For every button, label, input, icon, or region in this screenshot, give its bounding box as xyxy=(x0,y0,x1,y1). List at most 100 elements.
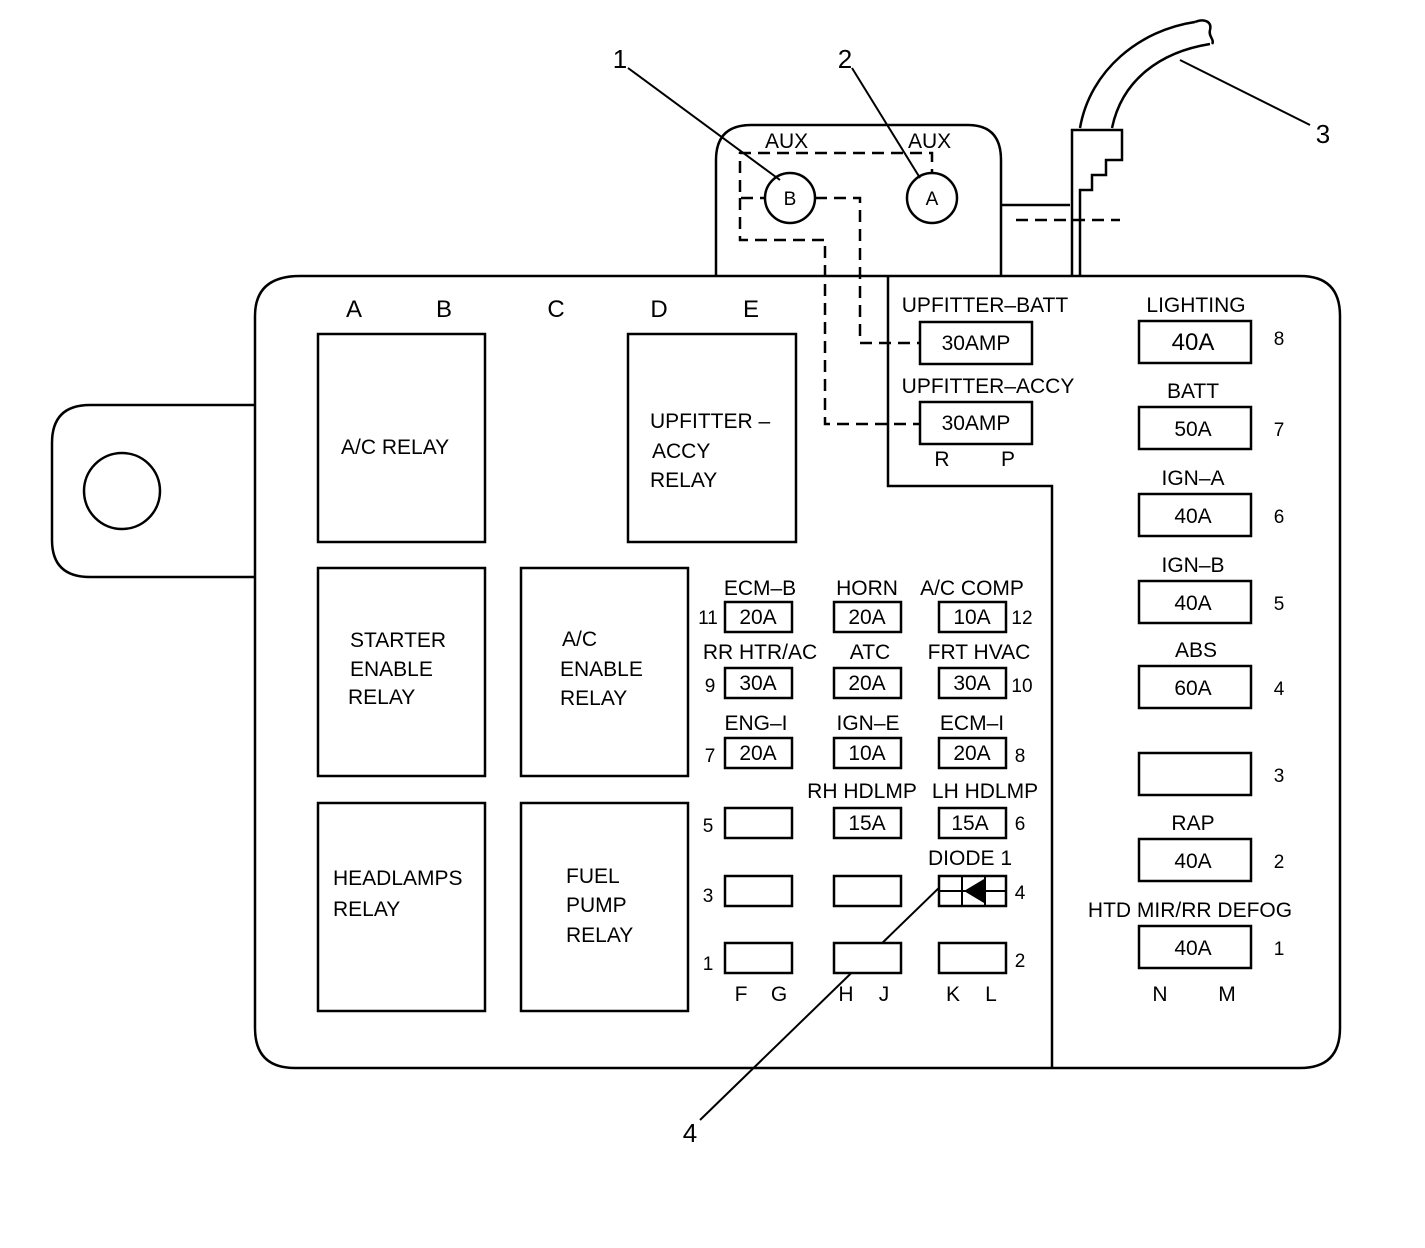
maxi-fuse-number-batt: 7 xyxy=(1274,420,1285,441)
maxi-fuse-rating-ign-a: 40A xyxy=(1174,505,1211,528)
upfitter-accy-relay xyxy=(626,332,798,544)
atc-rating: 20A xyxy=(848,672,885,695)
upfitter-accy-rating: 30AMP xyxy=(942,412,1011,435)
diode-number: 4 xyxy=(1015,883,1026,904)
col-p: P xyxy=(1001,448,1015,471)
mini-fuses: ECM–B 20A 11 HORN 20A A/C COMP 10A 12 RR… xyxy=(698,577,1038,975)
maxi-fuse-rating-ign-b: 40A xyxy=(1174,592,1211,615)
callout-1: 1 xyxy=(613,44,627,74)
lh-hdlmp-label: LH HDLMP xyxy=(932,780,1038,803)
ign-e-label: IGN–E xyxy=(836,712,899,735)
fuse-slot-1 xyxy=(723,941,794,975)
starter-enable-relay-label-3: RELAY xyxy=(348,686,415,709)
maxi-fuse-ign-b xyxy=(1137,579,1253,625)
ecm-b-label: ECM–B xyxy=(724,577,796,600)
col-r: R xyxy=(934,448,949,471)
callout-4: 4 xyxy=(683,1118,697,1148)
eng-i-number: 7 xyxy=(705,746,716,767)
frt-hvac-rating: 30A xyxy=(953,672,990,695)
col-d: D xyxy=(650,296,667,323)
lh-hdlmp-rating: 15A xyxy=(951,812,988,835)
col-k: K xyxy=(946,983,960,1006)
ac-comp-number: 12 xyxy=(1011,608,1032,629)
col-a: A xyxy=(346,296,362,323)
frt-hvac-number: 10 xyxy=(1011,676,1032,697)
ecm-i-fuse xyxy=(937,736,1008,770)
rr-htr-ac-fuse xyxy=(723,666,794,700)
diode-1 xyxy=(937,874,1008,908)
slot-5-number: 5 xyxy=(703,816,714,837)
callouts: 1 2 3 4 xyxy=(613,44,1330,1148)
fuel-pump-relay-label-2: PUMP xyxy=(566,894,627,917)
atc-label: ATC xyxy=(850,641,890,664)
fuse-slot-2 xyxy=(937,941,1008,975)
upfitter-accy-relay-label-2: ACCY xyxy=(652,440,710,463)
lh-hdlmp-fuse xyxy=(937,806,1008,840)
ac-comp-fuse xyxy=(937,600,1008,634)
rh-hdlmp-label: RH HDLMP xyxy=(807,780,917,803)
headlamps-relay xyxy=(316,801,487,1013)
ign-e-rating: 10A xyxy=(848,742,885,765)
horn-rating: 20A xyxy=(848,606,885,629)
fuel-pump-relay-label-1: FUEL xyxy=(566,865,620,888)
upfitter-accy-label: UPFITTER–ACCY xyxy=(902,375,1075,398)
aux-label-right: AUX xyxy=(908,130,951,153)
maxi-fuse-number-htd-mir-rr-defog: 1 xyxy=(1274,939,1285,960)
ac-comp-rating: 10A xyxy=(953,606,990,629)
fuse-slot-5 xyxy=(723,806,794,840)
slot-1-number: 1 xyxy=(703,954,714,975)
rr-htr-ac-rating: 30A xyxy=(739,672,776,695)
diode-symbol-icon xyxy=(964,879,984,903)
ac-enable-relay-label-2: ENABLE xyxy=(560,658,643,681)
starter-enable-relay-label-1: STARTER xyxy=(350,629,446,652)
aux-wiring xyxy=(738,151,934,426)
maxi-fuse-number-ign-b: 5 xyxy=(1274,594,1285,615)
ecm-b-rating: 20A xyxy=(739,606,776,629)
ecm-i-number: 8 xyxy=(1015,746,1026,767)
rh-hdlmp-rating: 15A xyxy=(848,812,885,835)
maxi-fuse-label-rap: RAP xyxy=(1171,812,1214,835)
maxi-fuse-number-rap: 2 xyxy=(1274,852,1285,873)
upfitter-accy-fuse xyxy=(918,400,1034,446)
upfitter-fuses: UPFITTER–BATT 30AMP UPFITTER–ACCY 30AMP xyxy=(902,294,1075,446)
rr-htr-ac-label: RR HTR/AC xyxy=(703,641,817,664)
ecm-b-fuse xyxy=(723,600,794,634)
maxi-fuse-rap xyxy=(1137,837,1253,883)
maxi-fuse-label-htd-mir-rr-defog: HTD MIR/RR DEFOG xyxy=(1088,899,1292,922)
ac-enable-relay xyxy=(519,566,690,778)
col-j: J xyxy=(879,983,890,1006)
maxi-fuse-ign-a xyxy=(1137,492,1253,538)
maxi-fuse-rating-rap: 40A xyxy=(1174,850,1211,873)
aux-label-left: AUX xyxy=(765,130,808,153)
stud-b-label: B xyxy=(784,189,797,210)
ac-comp-label: A/C COMP xyxy=(920,577,1024,600)
maxi-fuse-label-ign-a: IGN–A xyxy=(1161,467,1224,490)
fuel-pump-relay xyxy=(519,801,690,1013)
stud-b xyxy=(763,171,817,225)
relays: A/C RELAY UPFITTER – ACCY RELAY STARTER … xyxy=(316,332,798,1013)
maxi-fuse-htd-mir-rr-defog xyxy=(1137,924,1253,970)
maxi-fuse-lighting xyxy=(1137,319,1253,365)
eng-i-label: ENG–I xyxy=(724,712,787,735)
maxi-fuse-label-abs: ABS xyxy=(1175,639,1217,662)
col-b: B xyxy=(436,296,452,323)
fuse-slot-3 xyxy=(723,874,794,908)
maxi-fuse-label-ign-b: IGN–B xyxy=(1161,554,1224,577)
frt-hvac-label: FRT HVAC xyxy=(928,641,1031,664)
fuse-slot-empty-h2 xyxy=(832,941,903,975)
maxi-fuse-rating-batt: 50A xyxy=(1174,418,1211,441)
maxi-fuse-number-empty-slot: 3 xyxy=(1274,766,1285,787)
eng-i-fuse xyxy=(723,736,794,770)
upfitter-batt-label: UPFITTER–BATT xyxy=(902,294,1069,317)
maxi-fuse-batt xyxy=(1137,405,1253,451)
col-g: G xyxy=(771,983,787,1006)
maxi-fuse-abs xyxy=(1137,664,1253,710)
ac-enable-relay-label-1: A/C xyxy=(562,628,597,651)
starter-enable-relay xyxy=(316,566,487,778)
headlamps-relay-label-1: HEADLAMPS xyxy=(333,867,463,890)
ecm-i-label: ECM–I xyxy=(940,712,1004,735)
col-m: M xyxy=(1218,983,1236,1006)
rh-hdlmp-fuse xyxy=(832,806,903,840)
